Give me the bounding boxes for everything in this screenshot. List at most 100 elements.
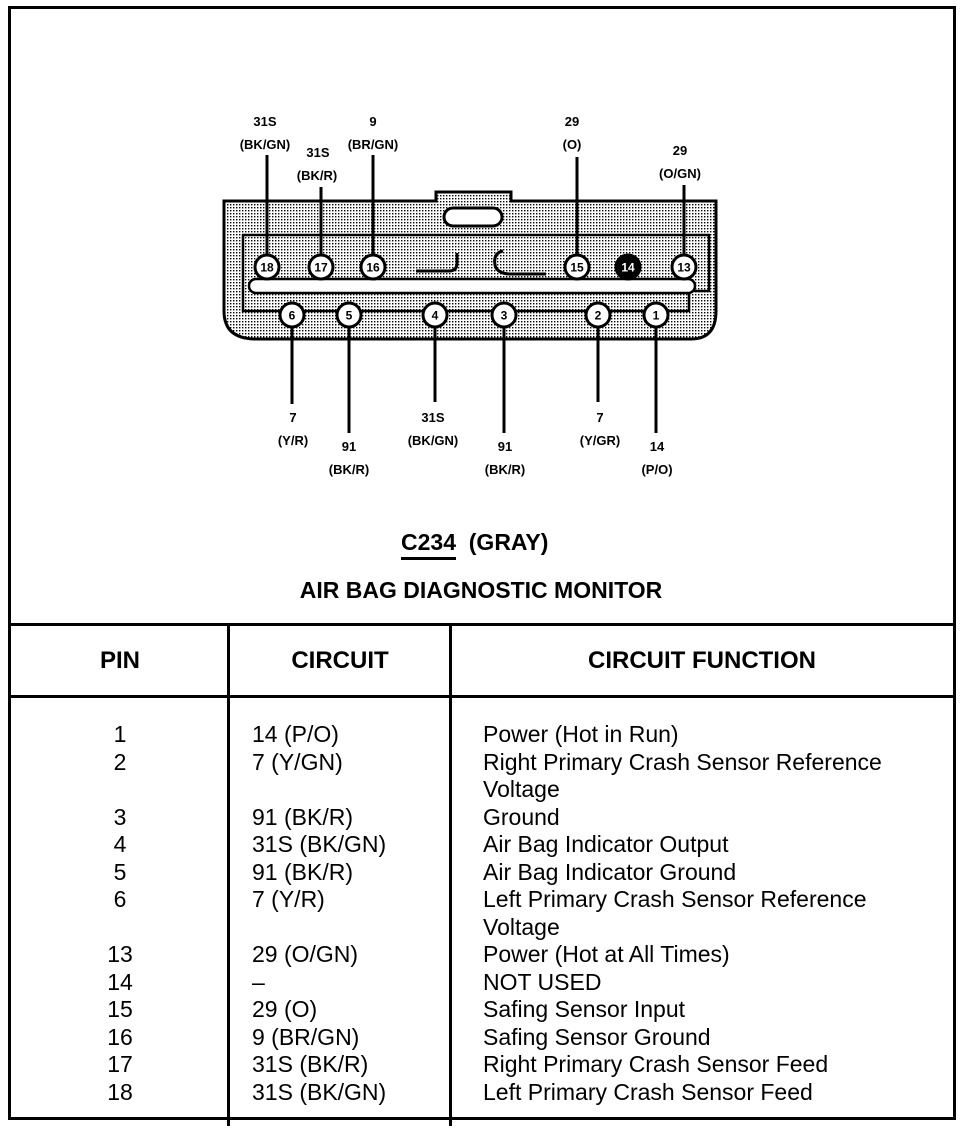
latch-slot bbox=[442, 206, 504, 228]
pin-cell: 16 bbox=[107, 1023, 133, 1050]
pin-13-circuit-label: 29 bbox=[673, 143, 687, 158]
pin-5-number: 5 bbox=[346, 309, 353, 323]
circuit-cell: 31S (BK/GN) bbox=[252, 831, 387, 857]
circuit-cell: 29 (O/GN) bbox=[252, 941, 359, 967]
pin-6-number: 6 bbox=[289, 309, 296, 323]
pin-cell: 17 bbox=[107, 1051, 133, 1077]
pin-5-circuit-label: 91 bbox=[342, 439, 356, 454]
pin-5-wire-label: (BK/R) bbox=[329, 462, 369, 477]
function-cell: Safing Sensor Ground bbox=[483, 1023, 711, 1050]
key-slot-left bbox=[416, 253, 459, 273]
circuit-cell: – bbox=[252, 968, 265, 995]
pin-cell: 5 bbox=[113, 858, 127, 885]
pin-cell: 14 bbox=[107, 968, 133, 995]
pin-2-circuit-label: 7 bbox=[596, 410, 603, 425]
circuit-cell: 31S (BK/GN) bbox=[252, 1078, 387, 1105]
pin-cell bbox=[11, 914, 229, 942]
function-cell: Power (Hot in Run) bbox=[483, 721, 679, 747]
pin-15-wire-label: (O) bbox=[563, 137, 582, 152]
connector-color: (GRAY) bbox=[468, 529, 549, 555]
pin-18-circuit-label: 31S bbox=[253, 114, 276, 129]
function-cell: Voltage bbox=[483, 776, 560, 802]
pin-cell: 4 bbox=[113, 831, 127, 857]
connector-id: C234 bbox=[401, 529, 456, 560]
pin-4-wire-label: (BK/GN) bbox=[408, 433, 459, 448]
pin-16-circle bbox=[359, 253, 387, 281]
function-cell: Right Primary Crash Sensor Reference bbox=[483, 748, 882, 775]
pin-16-circuit-label: 9 bbox=[369, 114, 376, 129]
column-divider bbox=[227, 626, 230, 1126]
circuit-cell: 9 (BR/GN) bbox=[252, 1023, 360, 1050]
pin-15-circuit-label: 29 bbox=[565, 114, 579, 129]
pin-cell: 13 bbox=[107, 941, 133, 967]
pin-1-number: 1 bbox=[653, 309, 660, 323]
pin-cell: 1 bbox=[113, 721, 127, 747]
pin-6-wire-label: (Y/R) bbox=[278, 433, 308, 448]
pin-13-circle bbox=[670, 253, 698, 281]
pin-3-circle bbox=[490, 301, 518, 329]
circuit-cell: 14 (P/O) bbox=[252, 721, 339, 747]
pin-5-circle bbox=[335, 301, 363, 329]
connector-title: AIR BAG DIAGNOSTIC MONITOR bbox=[299, 577, 663, 603]
pin-1-circle bbox=[642, 301, 670, 329]
circuit-cell: 7 (Y/GN) bbox=[252, 748, 343, 775]
pin-cell: 6 bbox=[113, 886, 127, 912]
pin-18-number: 18 bbox=[260, 261, 274, 275]
circuit-cell: 29 (O) bbox=[252, 996, 318, 1022]
circuit-cell: 91 (BK/R) bbox=[252, 803, 353, 830]
circuit-column: 14 (P/O)7 (Y/GN)91 (BK/R)31S (BK/GN)91 (… bbox=[252, 721, 386, 1106]
pin-13-number: 13 bbox=[677, 261, 691, 275]
pin-3-wire-label: (BK/R) bbox=[485, 462, 525, 477]
function-cell: Voltage bbox=[483, 913, 560, 940]
column-divider bbox=[449, 626, 452, 1126]
connector-name: C234 (GRAY) bbox=[401, 529, 549, 560]
pin-17-wire-label: (BK/R) bbox=[297, 168, 337, 183]
pin-3-number: 3 bbox=[501, 309, 508, 323]
pin-15-circle bbox=[563, 253, 591, 281]
pin-cell bbox=[11, 776, 229, 804]
pin-2-wire-label: (Y/GR) bbox=[580, 433, 620, 448]
figure-frame: 18 17 16 15 14 13 31S (BK/GN) 31S (BK/R)… bbox=[8, 6, 956, 1126]
function-column: Power (Hot in Run)Right Primary Crash Se… bbox=[483, 721, 882, 1106]
pin-17-number: 17 bbox=[314, 261, 328, 275]
key-rib bbox=[247, 277, 697, 295]
pin-cell: 15 bbox=[107, 996, 133, 1022]
pin-16-wire-label: (BR/GN) bbox=[348, 137, 399, 152]
pin-6-circuit-label: 7 bbox=[289, 410, 296, 425]
pin-1-wire-label: (P/O) bbox=[641, 462, 672, 477]
pin-cell: 18 bbox=[107, 1078, 133, 1105]
function-cell: Right Primary Crash Sensor Feed bbox=[483, 1051, 829, 1077]
function-cell: Ground bbox=[483, 803, 560, 830]
pin-1-circuit-label: 14 bbox=[650, 439, 665, 454]
circuit-cell: 7 (Y/R) bbox=[252, 886, 325, 912]
pin-2-number: 2 bbox=[595, 309, 602, 323]
pin-6-circle bbox=[278, 301, 306, 329]
header-circuit: CIRCUIT bbox=[229, 626, 451, 698]
circuit-cell bbox=[252, 914, 386, 942]
pin-17-circle bbox=[307, 253, 335, 281]
pin-4-number: 4 bbox=[432, 309, 439, 323]
function-cell: Left Primary Crash Sensor Reference bbox=[483, 886, 867, 912]
header-pin: PIN bbox=[11, 626, 229, 698]
pin-cell: 2 bbox=[113, 748, 127, 775]
pin-13-wire-label: (O/GN) bbox=[659, 166, 701, 181]
pin-15-number: 15 bbox=[570, 261, 584, 275]
header-function: CIRCUIT FUNCTION bbox=[451, 626, 953, 698]
connector-diagram: 18 17 16 15 14 13 31S (BK/GN) 31S (BK/R)… bbox=[222, 114, 718, 477]
bottom-pin-group: 6 5 4 3 2 1 bbox=[278, 301, 670, 433]
circuit-cell: 91 (BK/R) bbox=[252, 858, 353, 885]
function-cell: Air Bag Indicator Ground bbox=[483, 858, 737, 885]
top-pin-group: 18 17 16 15 14 13 bbox=[253, 155, 698, 281]
function-cell: Air Bag Indicator Output bbox=[483, 831, 729, 857]
pin-14-number: 14 bbox=[621, 261, 635, 275]
pin-16-number: 16 bbox=[366, 261, 380, 275]
key-slot-right bbox=[493, 249, 546, 276]
pin-4-circle bbox=[421, 301, 449, 329]
function-cell: NOT USED bbox=[483, 968, 602, 995]
pin-14-circle bbox=[614, 253, 642, 281]
pin-18-circle bbox=[253, 253, 281, 281]
circuit-cell bbox=[252, 776, 386, 804]
function-cell: Power (Hot at All Times) bbox=[483, 941, 730, 967]
